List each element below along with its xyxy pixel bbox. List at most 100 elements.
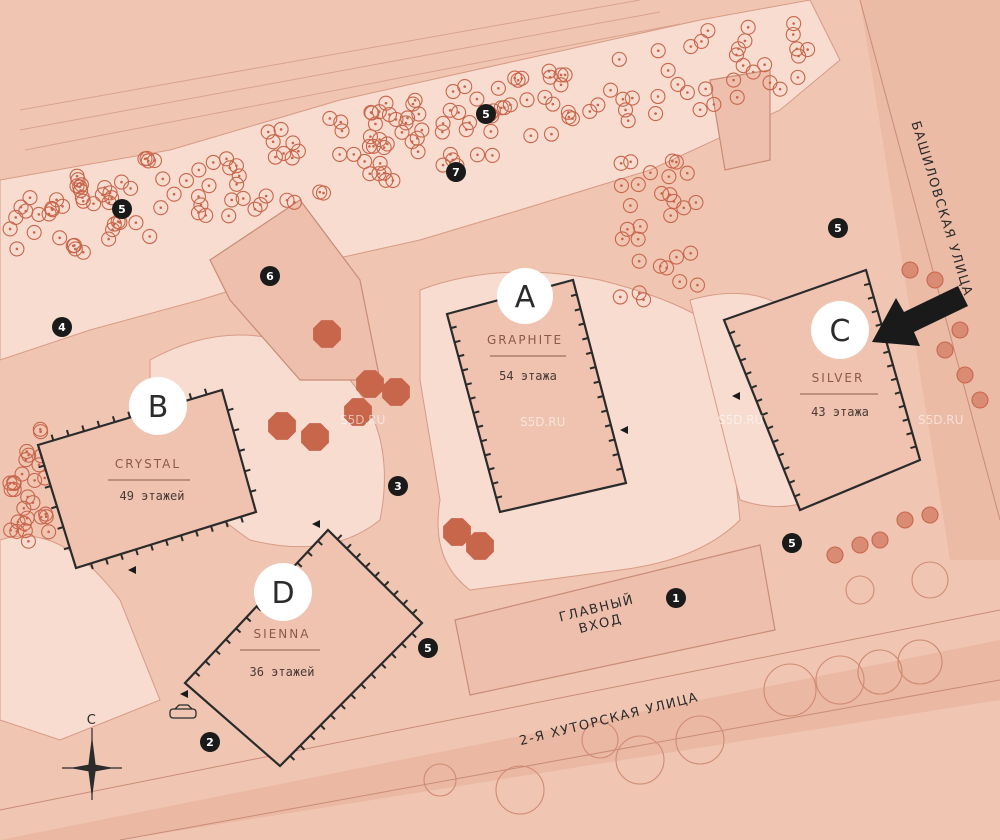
tree-dot — [372, 145, 375, 148]
building-d[interactable]: SIENNA 36 этажей — [183, 528, 424, 768]
tree-icon — [631, 253, 647, 269]
tree-dot — [475, 97, 479, 101]
tree-dot — [297, 149, 300, 153]
tree-dot — [678, 280, 682, 283]
street-tree-icon — [581, 721, 619, 759]
tree-dot — [416, 150, 420, 153]
marker-3[interactable]: 3 — [388, 476, 408, 496]
tree-icon — [9, 523, 25, 539]
tree-dot — [225, 157, 228, 161]
badge-d[interactable]: D — [254, 563, 312, 621]
tree-icon — [398, 115, 414, 131]
octagon-tree-icon — [356, 370, 384, 398]
facade-tick — [165, 539, 169, 547]
marker-number: 4 — [58, 321, 66, 334]
facade-tick — [477, 424, 484, 429]
marker-number: 1 — [672, 592, 680, 605]
watermark: S5D.RU — [520, 415, 565, 429]
tree-dot — [656, 95, 660, 98]
accent-trees — [268, 320, 494, 560]
tree-dot — [741, 64, 745, 67]
tree-dot — [264, 194, 268, 198]
tree-dot — [441, 130, 444, 134]
facade-tick — [582, 337, 589, 341]
marker-5[interactable]: 5 — [418, 638, 438, 658]
tree-dot — [82, 250, 85, 254]
tree-dot — [185, 179, 188, 182]
tree-dot — [509, 103, 512, 107]
tree-icon — [19, 443, 35, 460]
facade-tick — [739, 357, 747, 362]
tree-dot — [197, 195, 200, 198]
tree-icon — [265, 134, 281, 150]
marker-7[interactable]: 7 — [446, 162, 466, 182]
marker-2[interactable]: 2 — [200, 732, 220, 752]
tree-icon — [52, 230, 68, 246]
marker-5[interactable]: 5 — [782, 533, 802, 553]
facade-tick — [488, 467, 495, 471]
tree-dot — [134, 221, 138, 224]
badge-a[interactable]: A — [497, 268, 553, 324]
tree-icon — [617, 102, 634, 118]
marker-6[interactable]: 6 — [260, 266, 280, 286]
tree-icon — [523, 128, 539, 144]
badge-c[interactable]: C — [811, 301, 869, 359]
tree-icon — [16, 500, 32, 516]
facade-tick — [364, 562, 371, 568]
tree-icon — [757, 57, 773, 73]
marker-1[interactable]: 1 — [666, 588, 686, 608]
tree-icon — [221, 208, 237, 224]
facade-tick — [57, 526, 64, 530]
tree-icon — [507, 70, 523, 86]
tree-icon — [20, 489, 36, 505]
tree-icon — [553, 67, 569, 83]
facade-tick — [336, 534, 343, 540]
tree-icon — [191, 162, 207, 178]
tree-dot — [55, 198, 58, 202]
tree-icon — [260, 124, 276, 140]
facade-tick — [867, 296, 874, 300]
tree-icon — [41, 524, 57, 540]
tree-dot — [441, 122, 445, 125]
facade-tick — [360, 683, 367, 690]
watermark: S5D.RU — [718, 413, 763, 427]
tree-icon — [700, 23, 716, 39]
marker-5[interactable]: 5 — [828, 218, 848, 238]
tree-icon — [140, 153, 156, 169]
tree-icon — [735, 58, 751, 74]
facade-tick — [589, 366, 596, 370]
street-tree-icon — [845, 575, 875, 605]
tree-dot — [706, 29, 710, 32]
facade-tick — [788, 479, 796, 484]
marker-4[interactable]: 4 — [52, 317, 72, 337]
marker-5[interactable]: 5 — [476, 104, 496, 124]
tree-dot — [746, 26, 750, 29]
tree-dot — [107, 237, 110, 241]
tree-icon — [683, 245, 699, 261]
marker-circle — [200, 732, 220, 752]
facade-tick — [616, 467, 623, 471]
tree-dot — [694, 201, 698, 204]
facade-tick — [597, 395, 604, 399]
tree-dot — [563, 73, 567, 77]
tree-icon — [166, 186, 182, 202]
tree-dot — [25, 516, 29, 520]
tree-dot — [38, 428, 42, 431]
facade-tick — [370, 673, 377, 680]
marker-5[interactable]: 5 — [112, 199, 132, 219]
street-tree-icon — [495, 765, 545, 815]
facade-tick — [340, 703, 346, 710]
facade-tick — [44, 485, 51, 489]
facade-tick — [90, 563, 94, 570]
building-c[interactable]: SILVER 43 этажа — [722, 268, 922, 512]
tree-dot — [43, 476, 46, 480]
tree-dot — [274, 155, 277, 159]
tree-dot — [743, 39, 747, 43]
tree-icon — [435, 115, 451, 131]
badge-b[interactable]: B — [129, 377, 187, 435]
tree-dot — [47, 530, 50, 534]
tree-dot — [197, 168, 201, 172]
tree-icon — [371, 166, 387, 182]
tree-dot — [686, 91, 689, 94]
